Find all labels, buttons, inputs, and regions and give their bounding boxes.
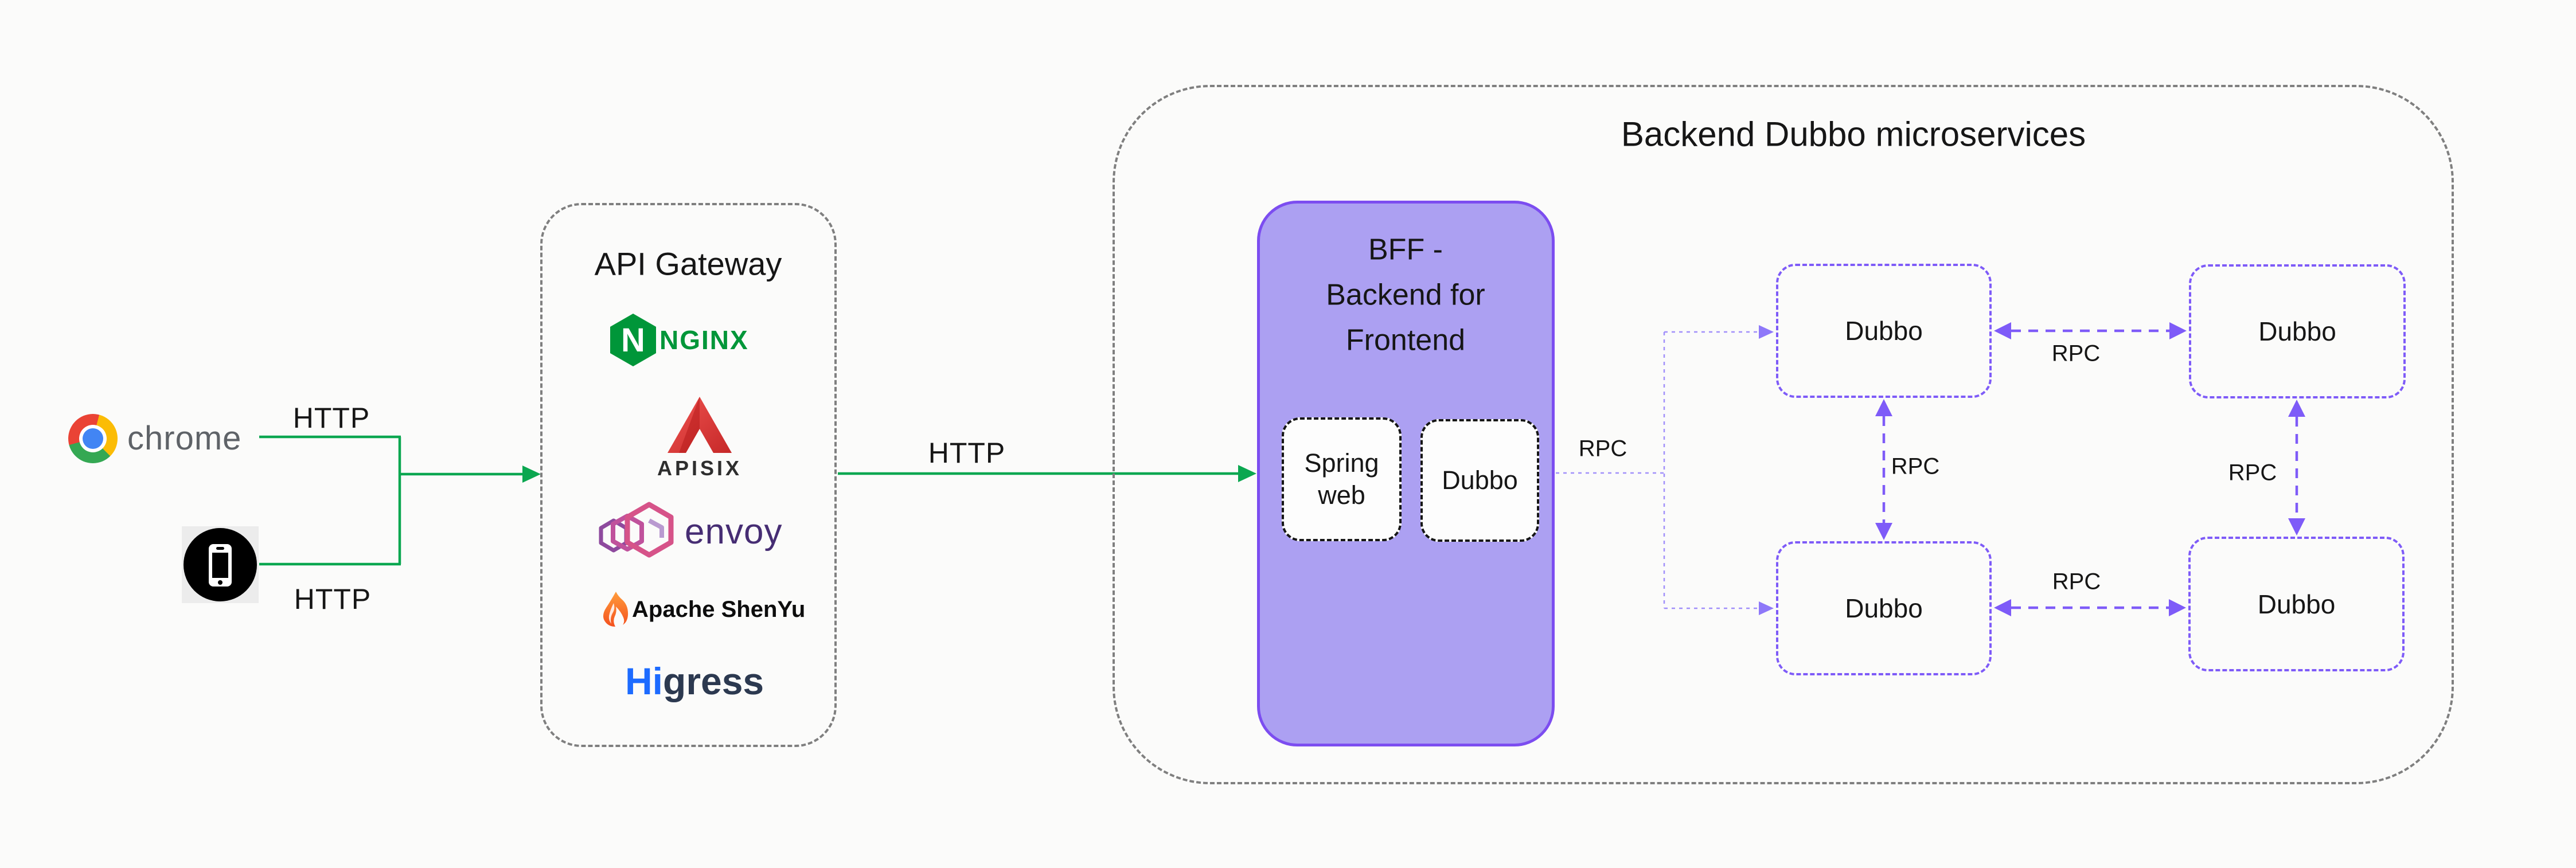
apache-shenyu-logo: Apache ShenYu xyxy=(602,592,805,627)
dubbo-service-bottom-right: Dubbo xyxy=(2188,537,2405,671)
rpc-top-pair-right-arrowhead xyxy=(2169,322,2187,339)
shenyu-flame-icon xyxy=(603,592,629,627)
phone-icon xyxy=(184,528,257,601)
rpc-left-pair-up-arrowhead xyxy=(1875,399,1892,416)
rpc-bottom-pair-right-arrowhead xyxy=(2169,599,2186,616)
chrome-label: chrome xyxy=(127,420,242,457)
rpc-bottom-pair-left-arrowhead xyxy=(1994,599,2011,616)
rpc-label-right-pair: RPC xyxy=(2228,460,2277,486)
apisix-wordmark: APISIX xyxy=(657,456,743,480)
shenyu-wordmark: Apache ShenYu xyxy=(632,596,806,622)
bff-rpc-bottom-arrowhead xyxy=(1759,601,1774,615)
mobile-icon xyxy=(182,526,259,603)
rpc-top-pair-left-arrowhead xyxy=(1994,322,2011,339)
bff-title-line2: Backend for xyxy=(1326,278,1485,312)
rpc-right-pair-down-arrowhead xyxy=(2288,518,2305,535)
backend-dubbo-box xyxy=(1113,85,2454,784)
dubbo-service-top-left-label: Dubbo xyxy=(1845,316,1923,346)
apisix-logo: APISIX xyxy=(657,396,742,480)
http-to-gateway-arrowhead xyxy=(522,466,541,483)
rpc-label-bff: RPC xyxy=(1578,436,1627,462)
dubbo-service-bottom-right-label: Dubbo xyxy=(2257,589,2336,619)
apisix-icon xyxy=(668,397,732,453)
backend-title: Backend Dubbo microservices xyxy=(1621,115,2086,154)
api-gateway-title: API Gateway xyxy=(594,245,782,282)
higress-wordmark-gress: gress xyxy=(663,660,764,702)
chrome-icon-ring xyxy=(79,425,107,452)
bff-title: BFF - Backend for Frontend xyxy=(1326,228,1485,363)
rpc-label-bottom-pair: RPC xyxy=(2052,569,2101,595)
higress-wordmark-hi: Hi xyxy=(625,660,663,702)
bff-dubbo-box: Dubbo xyxy=(1420,419,1539,542)
rpc-label-top-pair: RPC xyxy=(2051,341,2101,366)
nginx-logo: N NGINX xyxy=(609,312,749,367)
bff-title-line1: BFF - xyxy=(1368,233,1443,267)
rpc-label-left-pair: RPC xyxy=(1891,453,1940,479)
envoy-hexagons-icon xyxy=(599,502,674,558)
dubbo-service-top-left: Dubbo xyxy=(1776,264,1992,398)
rpc-left-pair-down-arrowhead xyxy=(1875,523,1892,540)
bff-title-line3: Frontend xyxy=(1345,323,1466,357)
nginx-wordmark: NGINX xyxy=(659,325,749,355)
api-gateway-box xyxy=(540,203,837,747)
rpc-right-pair-up-arrowhead xyxy=(2288,400,2305,417)
http-label-chrome: HTTP xyxy=(292,402,370,434)
nginx-hexagon-icon: N xyxy=(610,314,656,366)
bff-rpc-top-arrowhead xyxy=(1759,325,1774,339)
dubbo-service-bottom-left-label: Dubbo xyxy=(1845,593,1923,623)
gateway-to-bff-arrowhead xyxy=(1238,465,1256,482)
dubbo-service-bottom-left: Dubbo xyxy=(1776,541,1992,675)
http-label-gateway-bff: HTTP xyxy=(928,437,1006,469)
dubbo-service-top-right: Dubbo xyxy=(2189,264,2406,398)
spring-web-box: Spring web xyxy=(1282,417,1402,541)
http-label-mobile: HTTP xyxy=(294,583,372,615)
bff-dubbo-label: Dubbo xyxy=(1442,466,1518,495)
spring-web-label-line2: web xyxy=(1318,480,1365,510)
envoy-logo: envoy xyxy=(592,500,782,563)
svg-text:N: N xyxy=(621,322,645,359)
envoy-wordmark: envoy xyxy=(685,511,783,552)
dubbo-service-top-right-label: Dubbo xyxy=(2258,316,2336,346)
spring-web-label-line1: Spring xyxy=(1304,448,1379,478)
chrome-icon-core xyxy=(83,428,103,449)
chrome-icon xyxy=(68,414,118,463)
